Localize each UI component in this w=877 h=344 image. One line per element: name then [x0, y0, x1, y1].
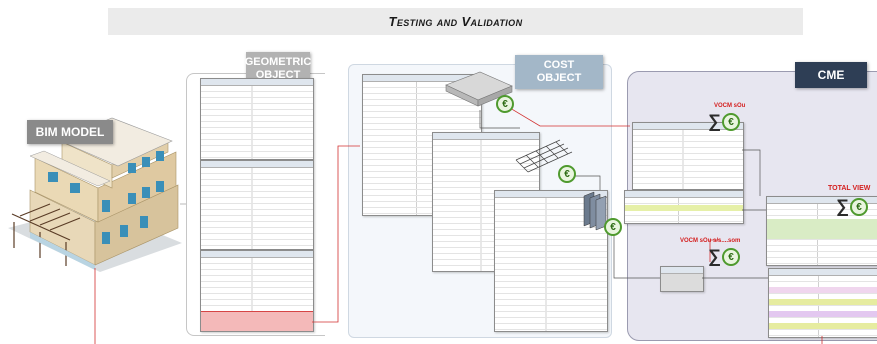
window [156, 181, 164, 192]
highlighted-row [769, 311, 877, 317]
window [156, 151, 164, 161]
sigma-icon: ∑ [708, 246, 721, 266]
window [48, 172, 58, 182]
building-pergola [11, 203, 81, 266]
sigma-icon: ∑ [836, 196, 849, 216]
window [120, 225, 128, 237]
window [128, 193, 136, 204]
cme-label: CME [795, 62, 867, 88]
cme-panel-2 [624, 190, 744, 224]
formwork-panels-object [583, 191, 607, 231]
page-title: Testing and Validation [388, 14, 523, 29]
cme-aggregation-box [660, 266, 704, 292]
window [102, 200, 110, 212]
euro-icon: € [722, 248, 740, 266]
bim-model-label: BIM MODEL [27, 120, 113, 144]
window [102, 232, 110, 244]
property-panel-quantities [200, 160, 314, 250]
euro-icon: € [850, 198, 868, 216]
window [140, 216, 148, 228]
building-base [30, 232, 95, 270]
window [142, 187, 150, 198]
building-roof-lower [29, 150, 111, 187]
highlighted-row [769, 323, 877, 329]
cme-panel-summary [768, 268, 877, 338]
title-bar: Testing and Validation [108, 8, 803, 35]
window [142, 157, 150, 167]
sum-annotation-mid: VOCM sOu s/s....som [680, 238, 741, 244]
cost-object-label: COST OBJECT [515, 55, 603, 89]
window [128, 163, 136, 173]
euro-icon: € [496, 95, 514, 113]
euro-icon: € [558, 165, 576, 183]
property-panel-materials [200, 250, 314, 332]
euro-icon: € [604, 218, 622, 236]
window [70, 183, 80, 193]
dark-connector-lines [479, 110, 768, 279]
property-panel-geometry [200, 78, 314, 160]
highlighted-row [769, 287, 877, 293]
sigma-icon: ∑ [708, 111, 721, 131]
highlighted-row [769, 299, 877, 305]
rebar-mesh-object [515, 139, 573, 173]
highlighted-row [625, 205, 743, 211]
total-view-annotation: TOTAL VIEW [828, 185, 871, 192]
highlighted-property-rows [201, 311, 313, 331]
red-connector-lines [94, 101, 823, 344]
euro-icon: € [722, 113, 740, 131]
sum-annotation-top: VOCM sOu [714, 103, 746, 109]
cme-panel-total [766, 196, 877, 266]
cme-panel-1 [632, 122, 744, 190]
highlighted-rows [767, 219, 877, 239]
